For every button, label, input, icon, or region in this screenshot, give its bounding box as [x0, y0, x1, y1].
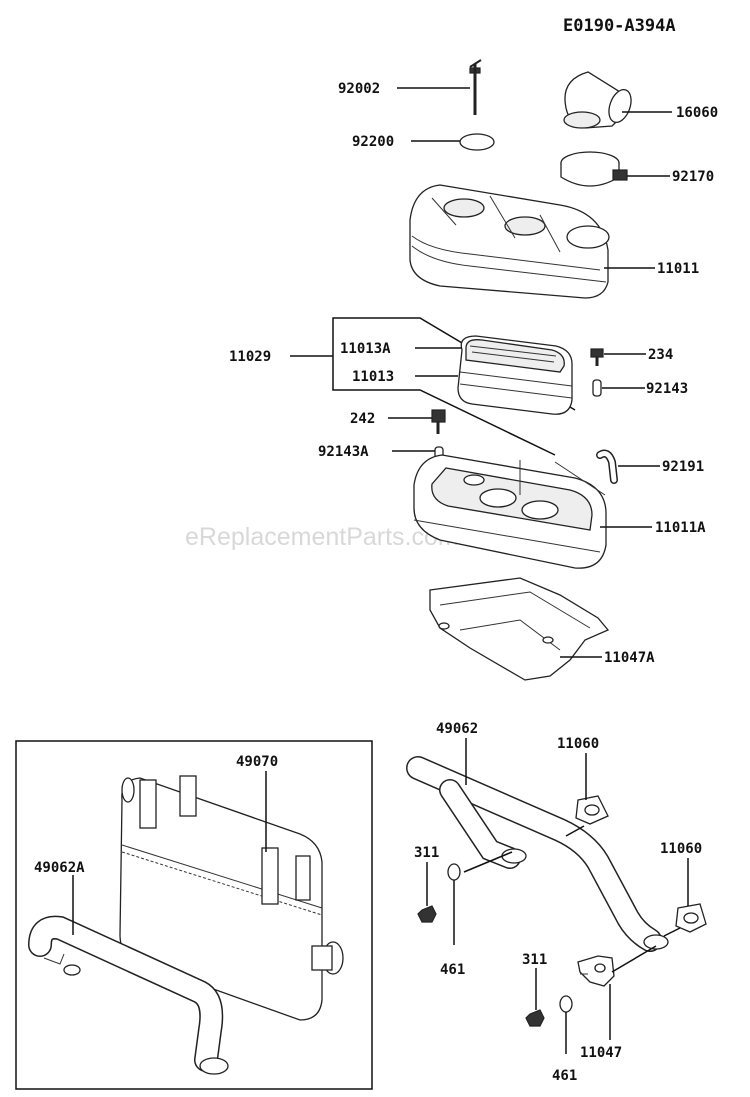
elbow-16060 — [563, 71, 632, 129]
stud-92002 — [469, 59, 482, 115]
label-16060: 16060 — [676, 105, 718, 121]
bracket-11047 — [577, 955, 615, 987]
label-461-left: 461 — [440, 962, 465, 978]
leader-11060-upper-b — [565, 825, 585, 837]
leader-11060-lower-b — [663, 927, 681, 937]
nut-311-right — [525, 1009, 545, 1027]
base-11011A — [413, 454, 607, 569]
label-311-left: 311 — [414, 845, 439, 861]
clamp-92170 — [560, 151, 628, 187]
label-11013: 11013 — [352, 369, 394, 385]
washer-461-left — [447, 863, 461, 881]
bolt-234 — [590, 348, 604, 366]
washer-461-right — [559, 995, 573, 1013]
label-92170: 92170 — [672, 169, 714, 185]
washer-92200 — [459, 133, 495, 151]
label-92143: 92143 — [646, 381, 688, 397]
cover-11011 — [409, 184, 610, 299]
label-49070: 49070 — [236, 754, 278, 770]
pipe-49062 — [406, 756, 669, 952]
label-461-right: 461 — [552, 1068, 577, 1084]
diagram-code: E0190-A394A — [563, 16, 676, 36]
label-49062: 49062 — [436, 721, 478, 737]
gasket-11060-lower — [675, 903, 707, 933]
gasket-11060-upper — [575, 795, 609, 825]
plate-11047A — [429, 577, 610, 681]
pipe-49062A — [28, 915, 229, 1075]
label-11047: 11047 — [580, 1045, 622, 1061]
label-11011: 11011 — [657, 261, 699, 277]
label-92200: 92200 — [352, 134, 394, 150]
label-92143A: 92143A — [318, 444, 369, 460]
label-11011A: 11011A — [655, 520, 706, 536]
label-49062A: 49062A — [34, 860, 85, 876]
label-92191: 92191 — [662, 459, 704, 475]
filter-11013 — [457, 335, 573, 415]
leader-11047-b — [611, 945, 657, 973]
label-11060-upper: 11060 — [557, 736, 599, 752]
collar-92143 — [592, 379, 602, 397]
watermark: eReplacementParts.com — [185, 523, 459, 551]
label-11029: 11029 — [229, 349, 271, 365]
label-11013A: 11013A — [340, 341, 391, 357]
leader-461-left-b — [463, 851, 513, 873]
label-311-right: 311 — [522, 952, 547, 968]
bolt-242 — [431, 409, 446, 434]
muffler-inset-box — [15, 740, 373, 1090]
label-11060-lower: 11060 — [660, 841, 702, 857]
label-92002: 92002 — [338, 81, 380, 97]
muffler-49070 — [119, 775, 344, 1021]
label-234: 234 — [648, 347, 673, 363]
label-11047A: 11047A — [604, 650, 655, 666]
nut-311-left — [417, 905, 437, 923]
label-242: 242 — [350, 411, 375, 427]
